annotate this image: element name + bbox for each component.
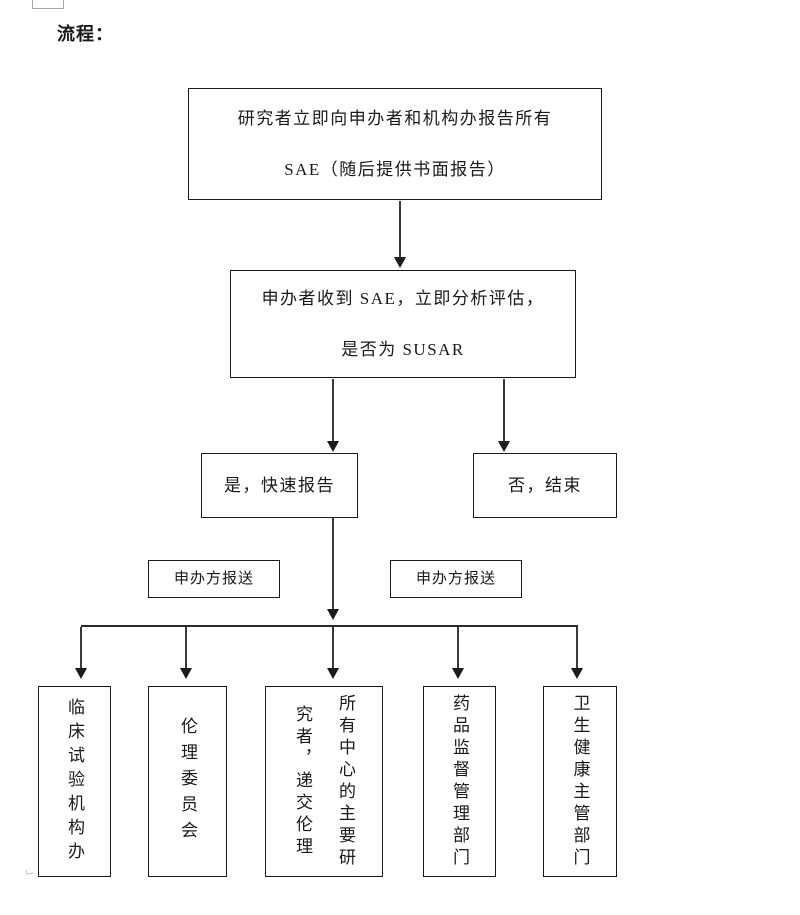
arrowhead-report-to-assess [394,257,406,268]
flow-node-sponsor-assess-line1: 申办者收到 SAE，立即分析评估， [261,289,545,308]
label-sponsor-submit-right-text: 申办方报送 [415,570,496,587]
distribution-line [81,625,578,627]
connector-to-drug-regulatory [457,627,459,668]
connector-report-to-assess [399,201,401,257]
flow-node-drug-regulatory-text: 药品监督管理部门 [450,693,469,870]
arrowhead-assess-to-no [498,441,510,452]
arrowhead-yes-to-distribution [327,609,339,620]
arrowhead-assess-to-yes [327,441,339,452]
flow-node-yes-expedited-report: 是，快速报告 [201,453,358,518]
arrowhead-to-principal-investigators [327,668,339,679]
flow-node-sponsor-assess: 申办者收到 SAE，立即分析评估， 是否为 SUSAR [230,270,576,378]
flow-node-report-sae-line2: SAE（随后提供书面报告） [284,160,506,179]
flow-node-principal-investigators-col2: 究者，递交伦理 [293,704,312,859]
connector-to-health-authority [576,627,578,668]
label-sponsor-submit-left: 申办方报送 [148,560,280,598]
label-sponsor-submit-left-text: 申办方报送 [173,570,254,587]
flow-node-report-sae-line1: 研究者立即向申办者和机构办报告所有 [237,109,553,128]
flow-node-report-sae: 研究者立即向申办者和机构办报告所有 SAE（随后提供书面报告） [188,88,602,200]
arrowhead-to-drug-regulatory [452,668,464,679]
page-artifact-mark [25,868,34,875]
flow-node-principal-investigators: 所有中心的主要研 究者，递交伦理 [265,686,383,877]
flow-node-ethics-committee-text: 伦理委员会 [178,716,197,847]
arrowhead-to-ethics-committee [180,668,192,679]
label-sponsor-submit-right: 申办方报送 [390,560,522,598]
section-heading: 流程： [57,24,114,44]
flow-node-yes-label: 是，快速报告 [224,476,335,495]
connector-to-ethics-committee [185,627,187,668]
flow-node-ethics-committee: 伦理委员会 [148,686,227,877]
flow-node-no-end: 否，结束 [473,453,617,518]
flow-node-institution-office: 临床试验机构办 [38,686,111,877]
flow-node-health-authority-text: 卫生健康主管部门 [570,693,590,870]
arrowhead-to-health-authority [571,668,583,679]
flow-node-drug-regulatory: 药品监督管理部门 [423,686,496,877]
page-edge-artifact [32,0,64,9]
flow-node-institution-office-text: 临床试验机构办 [65,697,84,866]
flow-node-principal-investigators-col1: 所有中心的主要研 [336,693,355,870]
connector-to-principal-investigators [332,627,334,668]
connector-assess-to-no [503,379,505,441]
arrowhead-to-institution-office [75,668,87,679]
flow-node-no-label: 否，结束 [508,476,582,495]
flow-node-health-authority: 卫生健康主管部门 [543,686,617,877]
connector-yes-to-distribution [332,518,334,609]
connector-assess-to-yes [332,379,334,441]
connector-to-institution-office [80,627,82,668]
flow-node-sponsor-assess-line2: 是否为 SUSAR [341,340,465,359]
